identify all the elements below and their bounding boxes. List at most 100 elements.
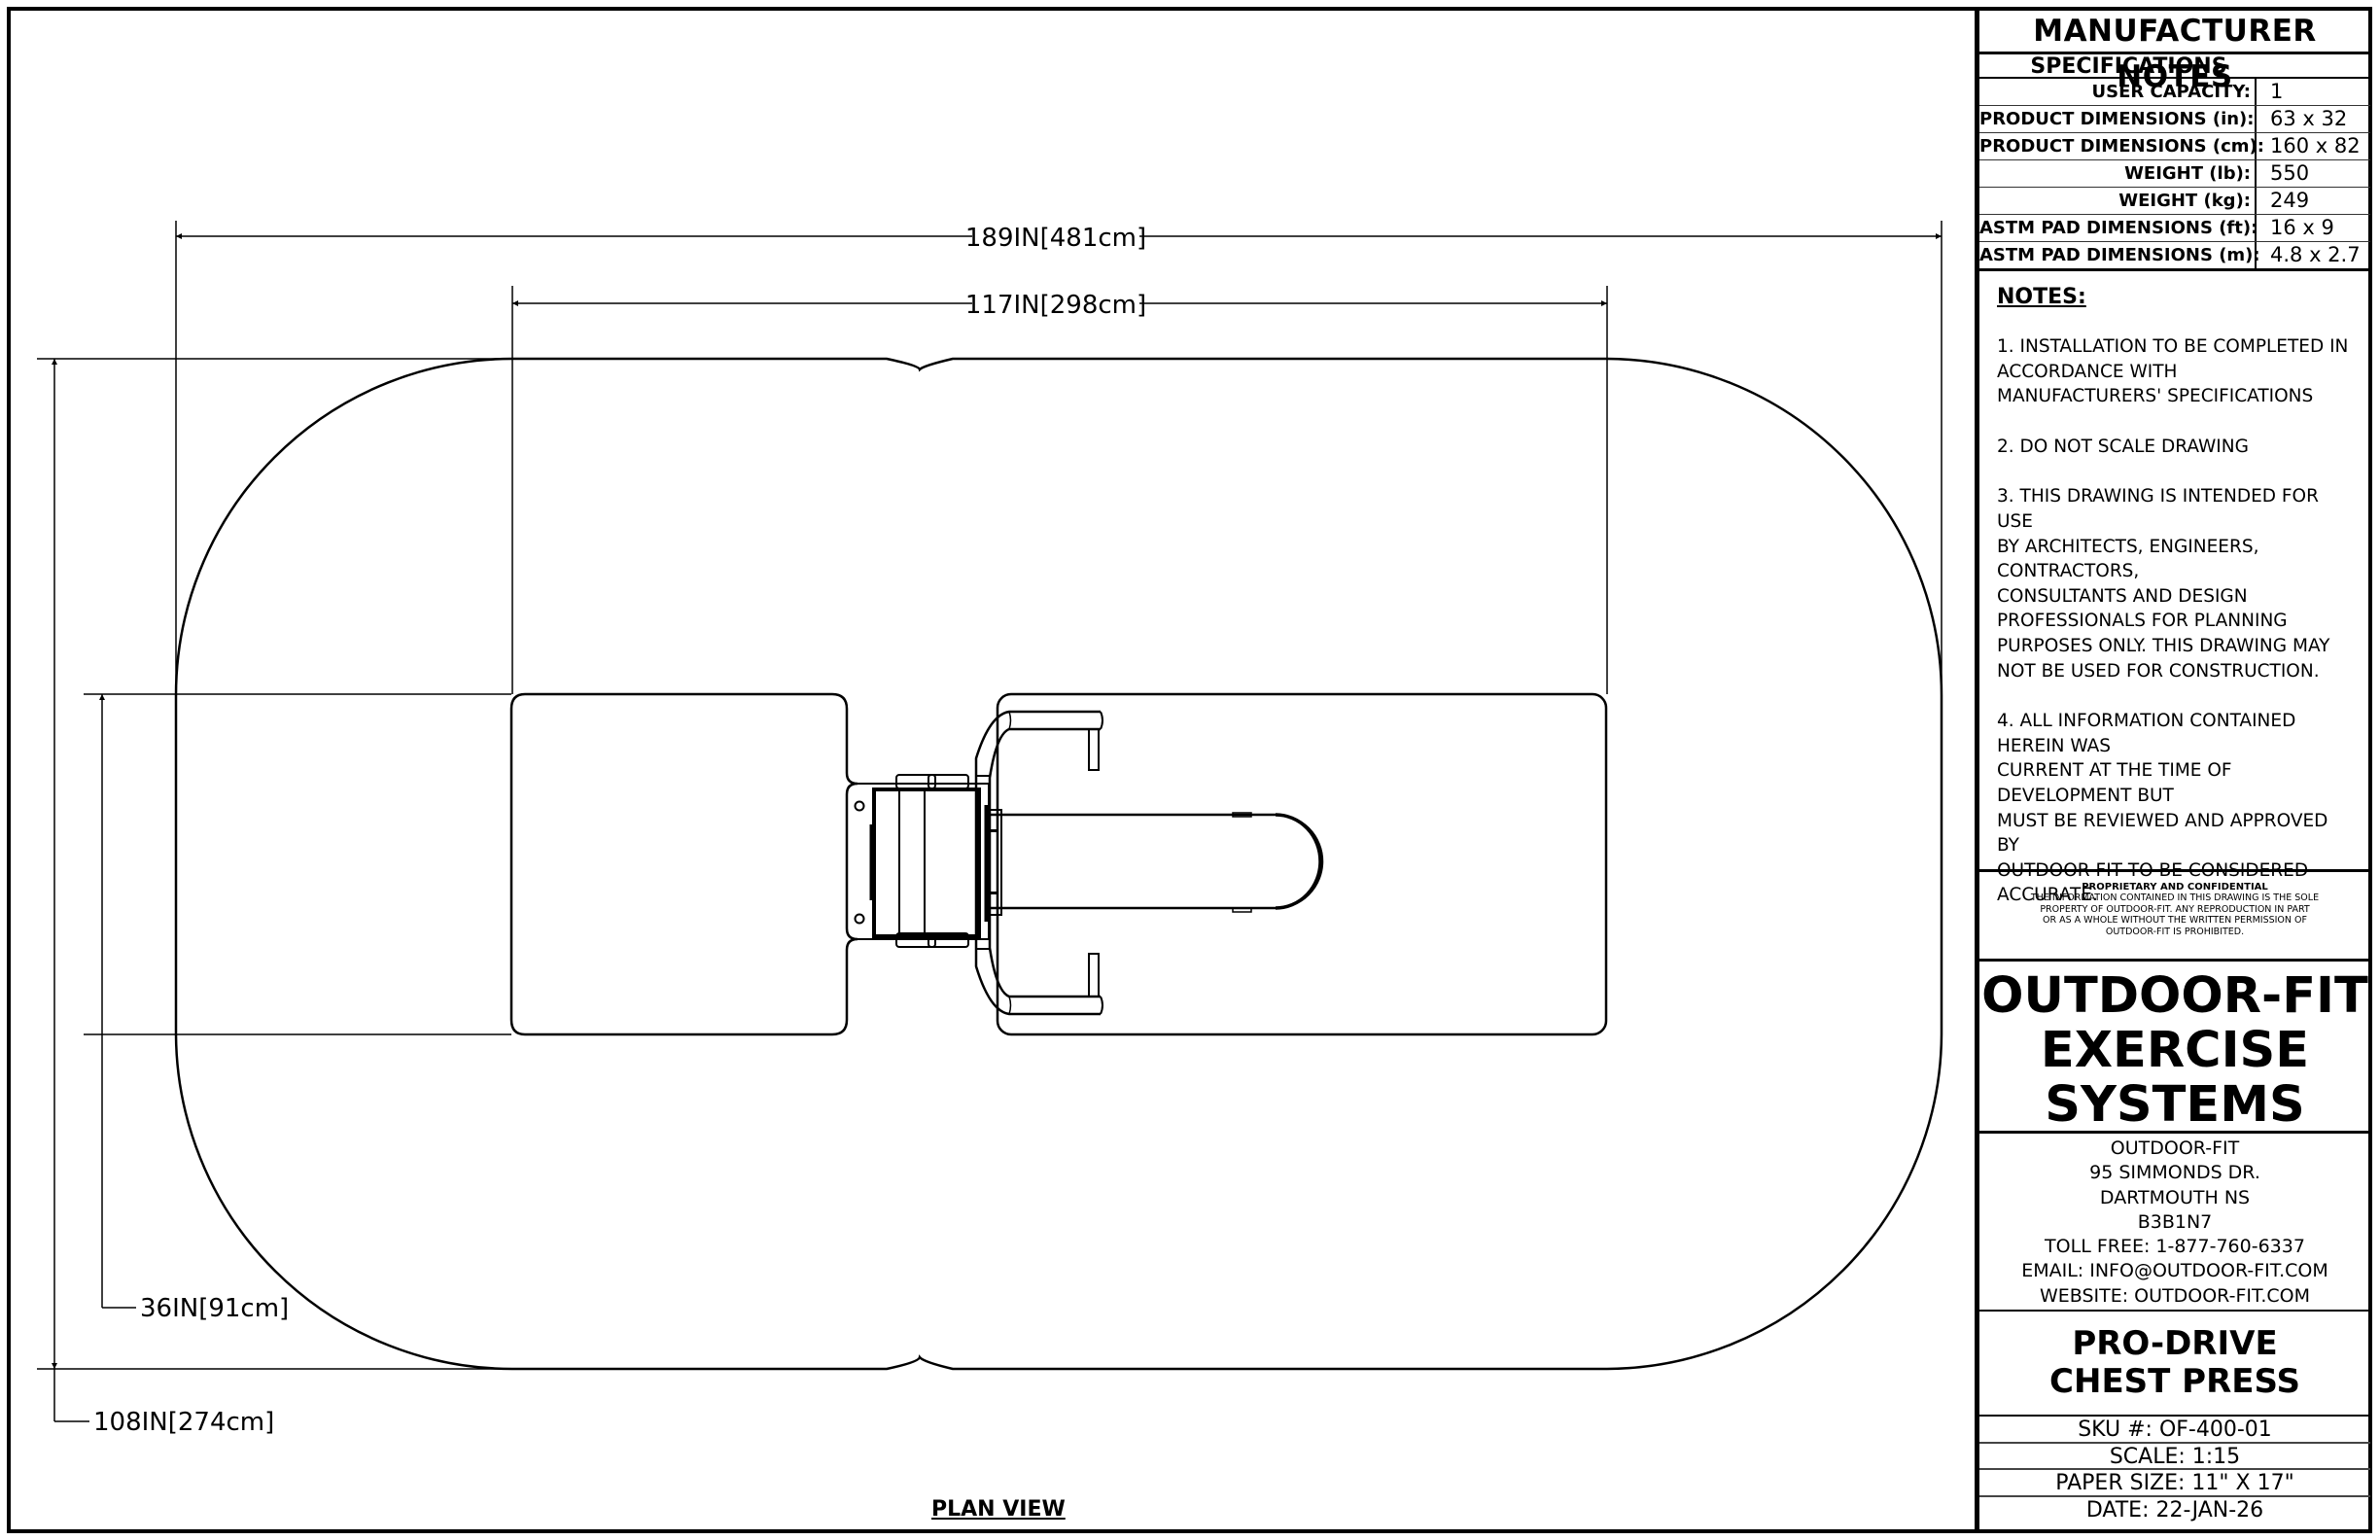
proprietary-notice: PROPRIETARY AND CONFIDENTIAL THE INFORMA… xyxy=(1979,872,2370,962)
company-name: OUTDOOR-FIT EXERCISE SYSTEMS xyxy=(1979,962,2370,1134)
address-line: OUTDOOR-FIT xyxy=(2110,1138,2240,1159)
spec-label: WEIGHT (lb): xyxy=(1979,160,2257,187)
proprietary-line: THE INFORMATION CONTAINED IN THIS DRAWIN… xyxy=(2030,892,2320,903)
spec-row: ASTM PAD DIMENSIONS (m): 4.8 x 2.7 xyxy=(1979,242,2370,271)
bracket-bolt-bottom xyxy=(991,892,998,894)
left-platform-pad xyxy=(509,692,858,1036)
view-label: PLAN VIEW xyxy=(931,1497,1066,1522)
handle-frame-outer xyxy=(974,710,1101,1016)
note-line: CONSULTANTS AND DESIGN xyxy=(1997,585,2248,607)
company-name-line: SYSTEMS xyxy=(2045,1076,2305,1134)
note-1: 1. INSTALLATION TO BE COMPLETED IN ACCOR… xyxy=(1997,334,2353,409)
beam-clip-top xyxy=(1232,812,1252,818)
note-line: MANUFACTURERS' SPECIFICATIONS xyxy=(1997,386,2314,407)
spec-label: ASTM PAD DIMENSIONS (m): xyxy=(1979,242,2260,268)
dimension-label: 117IN[298cm] xyxy=(965,291,1146,320)
notes-section: NOTES: 1. INSTALLATION TO BE COMPLETED I… xyxy=(1979,271,2370,905)
proprietary-line: PROPERTY OF OUTDOOR-FIT. ANY REPRODUCTIO… xyxy=(2040,903,2310,915)
proprietary-line: OUTDOOR-FIT IS PROHIBITED. xyxy=(2105,926,2245,937)
company-name-line: EXERCISE xyxy=(2040,1022,2310,1079)
product-name: PRO-DRIVE CHEST PRESS xyxy=(1979,1312,2370,1417)
note-line: 2. DO NOT SCALE DRAWING xyxy=(1997,436,2249,457)
note-line: DEVELOPMENT BUT xyxy=(1997,785,2174,806)
beam-clip-bottom xyxy=(1232,907,1252,913)
note-line: CONTRACTORS, xyxy=(1997,561,2140,582)
spec-row: USER CAPACITY: 1 xyxy=(1979,79,2370,106)
note-4: 4. ALL INFORMATION CONTAINED HEREIN WAS … xyxy=(1997,709,2353,908)
right-platform-pad xyxy=(996,692,1608,1036)
address-line: DARTMOUTH NS xyxy=(2099,1186,2251,1208)
spec-value: 4.8 x 2.7 xyxy=(2270,243,2361,266)
note-line: PURPOSES ONLY. THIS DRAWING MAY xyxy=(1997,635,2330,656)
note-line: 3. THIS DRAWING IS INTENDED FOR USE xyxy=(1997,486,2319,532)
bolt-hole-top xyxy=(854,800,865,812)
spec-row: WEIGHT (lb): 550 xyxy=(1979,160,2370,188)
spec-label: PRODUCT DIMENSIONS (in): xyxy=(1979,106,2257,132)
note-line: CURRENT AT THE TIME OF xyxy=(1997,760,2232,782)
note-line: BY ARCHITECTS, ENGINEERS, xyxy=(1997,536,2259,557)
proprietary-title: PROPRIETARY AND CONFIDENTIAL xyxy=(2082,882,2268,892)
spec-label: PRODUCT DIMENSIONS (cm): xyxy=(1979,133,2264,159)
sku-field: SKU #: OF-400-01 xyxy=(1979,1417,2370,1444)
handle-frame-inner xyxy=(988,727,1101,998)
spec-row: ASTM PAD DIMENSIONS (ft): 16 x 9 xyxy=(1979,215,2370,242)
handle-post-top xyxy=(1088,728,1100,771)
spec-value: 16 x 9 xyxy=(2270,216,2334,239)
note-line: PROFESSIONALS FOR PLANNING xyxy=(1997,611,2288,632)
address-line: 95 SIMMONDS DR. xyxy=(2089,1162,2260,1184)
note-line: HEREIN WAS xyxy=(1997,735,2111,756)
base-plate xyxy=(846,783,990,940)
bracket-bolt-top xyxy=(991,829,998,832)
address-line: B3B1N7 xyxy=(2137,1210,2213,1233)
note-line: ACCORDANCE WITH xyxy=(1997,361,2178,382)
weight-stack xyxy=(869,774,990,948)
spec-value: 1 xyxy=(2270,80,2284,103)
spec-label: ASTM PAD DIMENSIONS (ft): xyxy=(1979,215,2258,241)
spec-row: PRODUCT DIMENSIONS (in): 63 x 32 xyxy=(1979,106,2370,133)
manufacturer-notes-header: MANUFACTURER NOTES xyxy=(1979,9,2370,94)
company-name-line: OUTDOOR-FIT xyxy=(1981,967,2368,1025)
website-line: WEBSITE: OUTDOOR-FIT.COM xyxy=(2039,1284,2311,1307)
note-3: 3. THIS DRAWING IS INTENDED FOR USE BY A… xyxy=(1997,484,2353,683)
notes-title: NOTES: xyxy=(1997,285,2086,309)
bolt-hole-bottom xyxy=(854,913,865,925)
note-line: 1. INSTALLATION TO BE COMPLETED IN xyxy=(1997,336,2349,357)
sheet-border xyxy=(7,7,2372,1533)
spec-value: 63 x 32 xyxy=(2270,107,2348,130)
backrest-beam xyxy=(990,813,1324,910)
note-line: 4. ALL INFORMATION CONTAINED xyxy=(1997,711,2296,732)
dimension-pad-width: 36IN[91cm] xyxy=(99,694,289,1323)
product-name-line: PRO-DRIVE xyxy=(2072,1324,2278,1363)
dimension-pad-length: 117IN[298cm] xyxy=(512,291,1607,320)
specifications-title: SPECIFICATIONS xyxy=(1979,54,2370,79)
phone-line: TOLL FREE: 1-877-760-6337 xyxy=(2045,1236,2305,1258)
specifications-table: USER CAPACITY: 1 PRODUCT DIMENSIONS (in)… xyxy=(1979,79,2370,271)
title-block: MANUFACTURER NOTES SPECIFICATIONS USER C… xyxy=(1975,9,2370,1531)
scale-field: SCALE: 1:15 xyxy=(1979,1444,2370,1470)
spec-label: USER CAPACITY: xyxy=(1979,79,2257,105)
note-line: NOT BE USED FOR CONSTRUCTION. xyxy=(1997,660,2320,682)
dimension-label: 36IN[91cm] xyxy=(140,1294,289,1323)
handle-grip-bottom xyxy=(1100,996,1103,1015)
note-line: MUST BE REVIEWED AND APPROVED BY xyxy=(1997,810,2328,857)
dimension-overall-length: 189IN[481cm] xyxy=(176,224,1942,253)
paper-size-field: PAPER SIZE: 11" X 17" xyxy=(1979,1470,2370,1497)
spec-row: WEIGHT (kg): 249 xyxy=(1979,188,2370,215)
product-name-line: CHEST PRESS xyxy=(2049,1362,2300,1401)
date-field: DATE: 22-JAN-26 xyxy=(2085,1497,2264,1522)
note-line: ACCURATE. xyxy=(1997,885,2098,906)
spec-row: PRODUCT DIMENSIONS (cm): 160 x 82 xyxy=(1979,133,2370,160)
handle-post-bottom xyxy=(1088,953,1100,998)
proprietary-line: OR AS A WHOLE WITHOUT THE WRITTEN PERMIS… xyxy=(2043,915,2307,926)
company-address: OUTDOOR-FIT 95 SIMMONDS DR. DARTMOUTH NS… xyxy=(1979,1134,2370,1312)
spec-value: 249 xyxy=(2270,189,2310,212)
spec-label: WEIGHT (kg): xyxy=(1979,188,2257,214)
note-line: OUTDOOR-FIT TO BE CONSIDERED xyxy=(1997,859,2309,881)
dimension-label: 189IN[481cm] xyxy=(965,224,1146,253)
astm-safety-pad-outline xyxy=(174,357,1943,1371)
spec-value: 160 x 82 xyxy=(2270,134,2361,158)
handle-grip-top xyxy=(1100,711,1103,730)
email-line: EMAIL: INFO@OUTDOOR-FIT.COM xyxy=(2021,1260,2328,1282)
dimension-overall-width: 108IN[274cm] xyxy=(52,359,274,1437)
